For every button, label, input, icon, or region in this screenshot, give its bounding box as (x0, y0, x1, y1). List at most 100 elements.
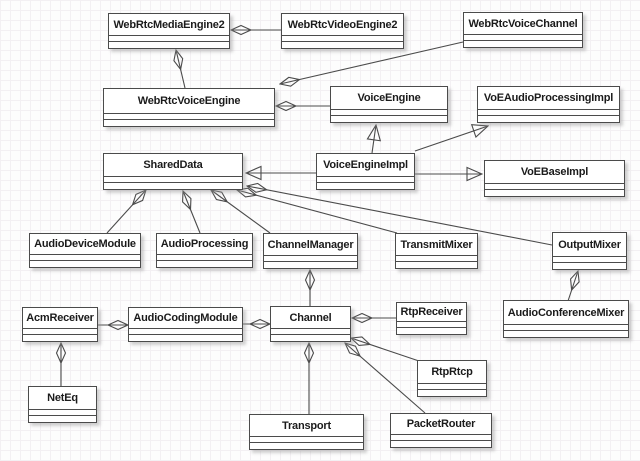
class-operations-compartment (464, 40, 582, 47)
class-name: AudioConferenceMixer (507, 306, 625, 319)
class-name: WebRtcVideoEngine2 (287, 18, 398, 31)
class-box-outputmixer[interactable]: OutputMixer (552, 232, 627, 270)
class-box-voiceengineimpl[interactable]: VoiceEngineImpl (316, 153, 415, 190)
class-operations-compartment (504, 330, 628, 337)
class-box-shareddata[interactable]: SharedData (103, 153, 243, 190)
class-attributes-compartment (418, 383, 486, 389)
class-operations-compartment (317, 182, 414, 189)
class-operations-compartment (282, 41, 403, 48)
class-attributes-compartment (30, 254, 140, 260)
class-attributes-compartment (104, 176, 242, 182)
class-operations-compartment (478, 115, 619, 122)
class-attributes-compartment (264, 255, 357, 261)
class-attributes-compartment (104, 113, 274, 119)
class-name: TransmitMixer (400, 238, 473, 251)
class-box-audioconferencemixer[interactable]: AudioConferenceMixer (503, 300, 629, 338)
class-attributes-compartment (129, 328, 242, 334)
class-attributes-compartment (397, 321, 466, 327)
class-operations-compartment (157, 260, 252, 267)
class-operations-compartment (418, 389, 486, 396)
class-name: Transport (282, 419, 331, 432)
class-name: ChannelManager (267, 238, 354, 251)
class-name: AudioProcessing (160, 238, 249, 250)
class-attributes-compartment (464, 34, 582, 40)
class-attributes-compartment (478, 109, 619, 115)
class-attributes-compartment (282, 35, 403, 41)
class-name: AcmReceiver (26, 312, 94, 324)
class-operations-compartment (397, 327, 466, 334)
class-attributes-compartment (504, 324, 628, 330)
class-name: Channel (289, 311, 332, 324)
class-box-webrtcvideoengine2[interactable]: WebRtcVideoEngine2 (281, 13, 404, 49)
class-attributes-compartment (317, 176, 414, 182)
class-box-rtpreceiver[interactable]: RtpReceiver (396, 302, 467, 335)
edge-shareddata-audiodevicemodule (106, 190, 146, 234)
class-name: AudioCodingModule (133, 312, 238, 324)
class-name: VoEAudioProcessingImpl (483, 92, 614, 104)
class-name: VoEBaseImpl (520, 166, 589, 178)
class-box-audioprocessing[interactable]: AudioProcessing (156, 233, 253, 268)
edge-voiceengineimpl-voeaudioprocessingimpl (414, 126, 488, 152)
class-operations-compartment (104, 182, 242, 189)
class-box-neteq[interactable]: NetEq (28, 386, 97, 423)
class-box-rtprtcp[interactable]: RtpRtcp (417, 360, 487, 397)
class-operations-compartment (129, 334, 242, 341)
class-attributes-compartment (271, 328, 350, 334)
class-operations-compartment (30, 260, 140, 267)
class-attributes-compartment (250, 436, 363, 442)
class-operations-compartment (485, 189, 624, 196)
class-box-channelmanager[interactable]: ChannelManager (263, 233, 358, 269)
edge-channel-packetrouter (345, 343, 426, 414)
class-name: RtpRtcp (431, 366, 473, 378)
edge-webrtcmediaengine2-webrtcvoiceengine (176, 50, 186, 89)
class-box-transport[interactable]: Transport (249, 414, 364, 450)
class-operations-compartment (23, 334, 97, 341)
class-name: AudioDeviceModule (34, 238, 136, 250)
class-operations-compartment (396, 261, 477, 268)
edge-shareddata-outputmixer (247, 186, 553, 246)
class-box-packetrouter[interactable]: PacketRouter (390, 413, 492, 448)
class-name: WebRtcVoiceChannel (468, 17, 578, 30)
class-box-webrtcvoicechannel[interactable]: WebRtcVoiceChannel (463, 12, 583, 48)
class-operations-compartment (553, 262, 626, 269)
class-name: RtpReceiver (400, 306, 463, 318)
class-box-acmreceiver[interactable]: AcmReceiver (22, 307, 98, 342)
class-attributes-compartment (396, 255, 477, 261)
class-operations-compartment (331, 115, 447, 122)
class-box-channel[interactable]: Channel (270, 306, 351, 342)
class-name: SharedData (143, 159, 203, 171)
edge-shareddata-transmitmixer (237, 190, 398, 234)
class-name: OutputMixer (558, 238, 621, 251)
class-operations-compartment (109, 41, 229, 48)
edge-webrtcvoiceengine-webrtcvoicechannel (280, 41, 464, 84)
edge-channel-rtprtcp (351, 338, 420, 362)
class-box-webrtcmediaengine2[interactable]: WebRtcMediaEngine2 (108, 13, 230, 49)
class-name: NetEq (47, 392, 78, 404)
class-attributes-compartment (485, 183, 624, 189)
class-box-webrtcvoiceengine[interactable]: WebRtcVoiceEngine (103, 88, 275, 127)
edge-outputmixer-audioconferencemixer (567, 271, 578, 302)
class-box-transmitmixer[interactable]: TransmitMixer (395, 233, 478, 269)
class-name: WebRtcMediaEngine2 (113, 18, 225, 31)
class-box-voebaseimpl[interactable]: VoEBaseImpl (484, 160, 625, 197)
edge-shareddata-audioprocessing (183, 191, 201, 234)
class-operations-compartment (391, 440, 491, 447)
class-attributes-compartment (331, 109, 447, 115)
class-name: PacketRouter (406, 418, 476, 430)
class-operations-compartment (29, 415, 96, 422)
class-operations-compartment (271, 334, 350, 341)
class-box-audiocodingmodule[interactable]: AudioCodingModule (128, 307, 243, 342)
class-attributes-compartment (109, 35, 229, 41)
edge-shareddata-channelmanager (211, 190, 271, 234)
class-attributes-compartment (157, 254, 252, 260)
class-box-voiceengine[interactable]: VoiceEngine (330, 86, 448, 123)
class-operations-compartment (104, 119, 274, 126)
class-attributes-compartment (29, 409, 96, 415)
class-name: VoiceEngine (357, 92, 421, 104)
class-operations-compartment (264, 261, 357, 268)
class-box-voeaudioprocessingimpl[interactable]: VoEAudioProcessingImpl (477, 86, 620, 123)
class-box-audiodevicemodule[interactable]: AudioDeviceModule (29, 233, 141, 268)
class-name: VoiceEngineImpl (323, 159, 408, 171)
